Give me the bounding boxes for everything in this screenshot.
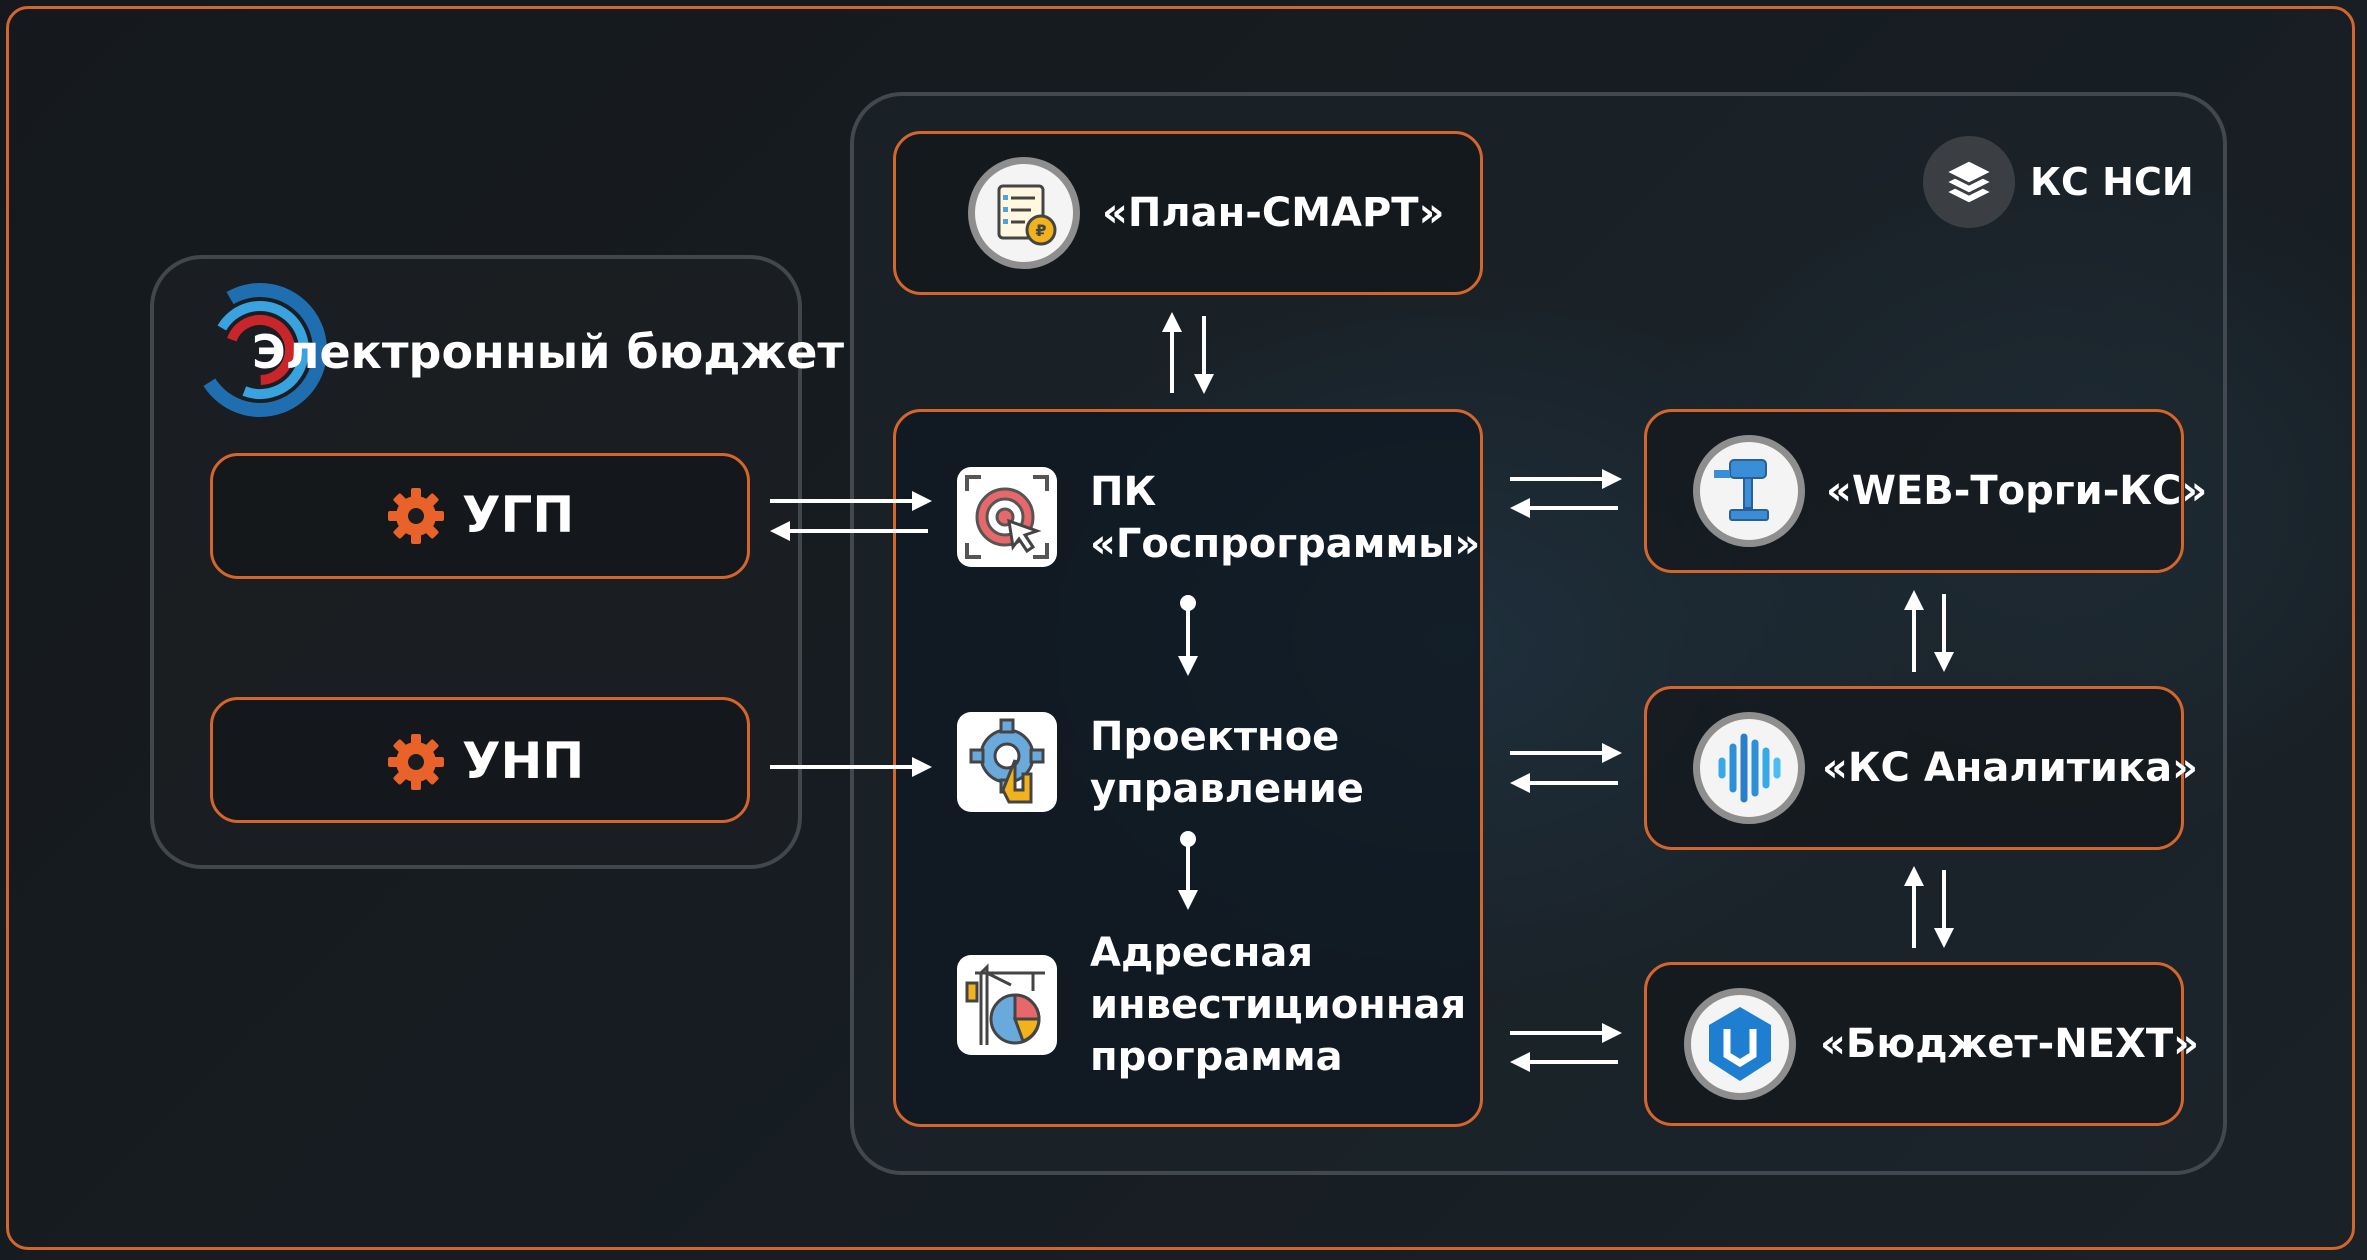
outer-frame [6, 6, 2355, 1250]
ugp-box[interactable] [210, 453, 750, 579]
stack-layers-icon [1923, 136, 2015, 228]
gosprogrammy-label: ПК «Госпрограммы» [1090, 469, 1481, 567]
target-cursor-icon [957, 467, 1057, 567]
unp-label: УНП [462, 732, 585, 790]
crane-chart-icon [957, 955, 1057, 1055]
project-management-label: Проектное управление [1090, 714, 1364, 812]
svg-text:₽: ₽ [1035, 221, 1046, 240]
ugp-label: УГП [462, 486, 575, 544]
checklist-ruble-icon: ₽ [968, 157, 1080, 269]
budget-next-label: «Бюджет-NEXT» [1820, 1021, 2200, 1067]
gear-hand-icon [957, 712, 1057, 812]
electronic-budget-logo-icon [190, 280, 330, 420]
address-investment-program-label: Адресная инвестиционная программа [1090, 930, 1467, 1080]
shield-logo-icon [1684, 988, 1796, 1100]
unp-box[interactable] [210, 697, 750, 823]
arrow-start-dot [1180, 831, 1196, 847]
ks-analytics-label: «КС Аналитика» [1822, 745, 2198, 791]
web-torgi-label: «WEB-Торги-КС» [1826, 468, 2208, 514]
arrow-start-dot [1180, 595, 1196, 611]
sound-bars-icon [1693, 712, 1805, 824]
gear-icon [386, 732, 446, 792]
ks-nsi-label: КС НСИ [2030, 160, 2194, 204]
electronic-budget-title: Электронный бюджет [252, 325, 845, 379]
plan-smart-label: «План-СМАРТ» [1102, 190, 1445, 236]
gear-icon [386, 486, 446, 546]
gavel-icon [1693, 435, 1805, 547]
